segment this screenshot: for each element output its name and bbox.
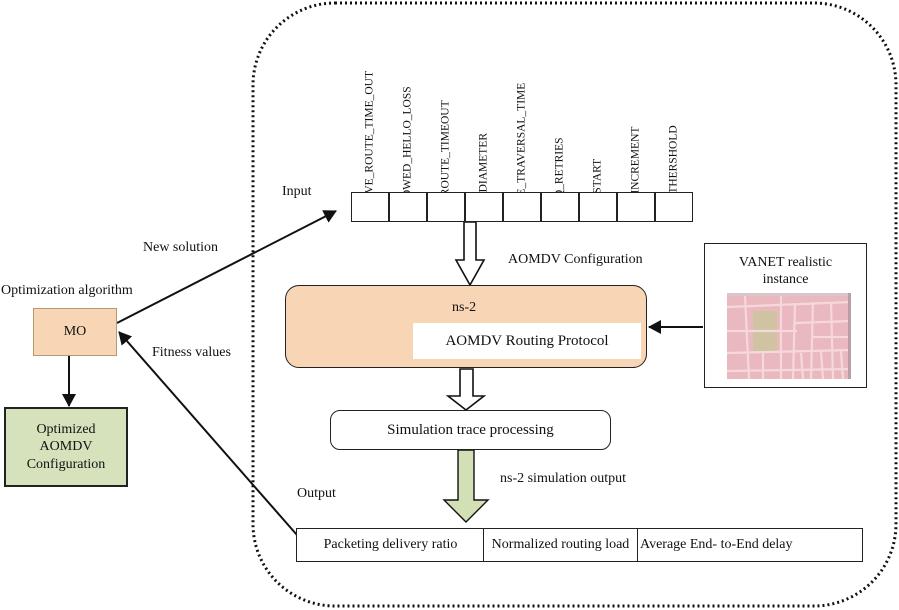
param-value-cell[interactable]: [427, 192, 465, 222]
metric-cell[interactable]: Normalized routing load: [483, 529, 637, 561]
output-label: Output: [297, 486, 336, 501]
ns2-simulator-box[interactable]: ns-2 AOMDV Routing Protocol: [285, 285, 647, 368]
fitness-values-arrow: [118, 331, 298, 536]
optimized-config-line-3: Configuration: [26, 456, 106, 472]
vanet-label-line-1: VANET realistic: [738, 255, 833, 270]
input-label: Input: [282, 184, 312, 199]
input-parameter-table: ACTIVE_ROUTE_TIME_OUT ALLOWED_HELLO_LOSS…: [351, 20, 694, 222]
metric-packet-delivery-ratio: Packeting delivery ratio: [323, 537, 458, 552]
param-value-cell[interactable]: [389, 192, 427, 222]
optimization-algorithm-heading: Optimization algorithm: [1, 283, 133, 298]
param-column: ALLOWED_HELLO_LOSS: [389, 20, 427, 222]
optimized-config-line-1: Optimized: [36, 421, 96, 437]
param-column: NET_DIAMETER: [465, 20, 503, 222]
param-column: ACTIVE_ROUTE_TIME_OUT: [351, 20, 389, 222]
param-column: TTL_START: [579, 20, 617, 222]
city-map-icon: [727, 293, 851, 379]
fitness-values-label: Fitness values: [152, 345, 231, 360]
param-column: MY_ROUTE_TIMEOUT: [427, 20, 465, 222]
optimized-config-box[interactable]: Optimized AOMDV Configuration: [4, 407, 128, 487]
ns2-label: ns-2: [452, 300, 477, 315]
param-column: TTL_INCREMENT: [617, 20, 655, 222]
sim-output-label: ns-2 simulation output: [500, 471, 626, 486]
trace-block-arrow: [445, 368, 487, 412]
vanet-instance-box[interactable]: VANET realistic instance: [704, 243, 867, 388]
trace-processing-box[interactable]: Simulation trace processing: [330, 410, 611, 450]
param-value-cell[interactable]: [579, 192, 617, 222]
metric-end-to-end-delay: Average End- to-End delay: [640, 537, 793, 552]
param-column: NODE_TRAVERSAL_TIME: [503, 20, 541, 222]
new-solution-label: New solution: [143, 240, 219, 255]
param-value-cell[interactable]: [503, 192, 541, 222]
param-column: RREQ_RETRIES: [541, 20, 579, 222]
aomdv-routing-protocol-box[interactable]: AOMDV Routing Protocol: [413, 323, 641, 359]
vanet-label-line-2: instance: [762, 271, 809, 287]
trace-processing-label: Simulation trace processing: [387, 421, 554, 438]
mo-box[interactable]: MO: [33, 308, 117, 356]
optimized-config-line-2: AOMDV: [39, 439, 93, 455]
metric-normalized-routing-load: Normalized routing load: [491, 537, 630, 552]
mo-label: MO: [63, 324, 87, 340]
config-block-arrow: [454, 221, 486, 287]
param-value-cell[interactable]: [541, 192, 579, 222]
output-block-arrow: [442, 449, 490, 523]
aomdv-configuration-label: AOMDV Configuration: [508, 252, 643, 267]
param-value-cell[interactable]: [617, 192, 655, 222]
aomdv-routing-protocol-label: AOMDV Routing Protocol: [445, 332, 609, 349]
new-solution-arrow: [116, 210, 337, 324]
output-metrics-table: Packeting delivery ratio Normalized rout…: [296, 528, 863, 562]
metric-cell[interactable]: Packeting delivery ratio: [297, 529, 484, 561]
param-value-cell[interactable]: [465, 192, 503, 222]
param-column: TTL_THERSHOLD: [655, 20, 693, 222]
param-value-cell[interactable]: [655, 192, 693, 222]
vanet-label: VANET realistic instance: [705, 255, 866, 289]
param-value-cell[interactable]: [351, 192, 389, 222]
metric-cell[interactable]: Average End- to-End delay: [637, 529, 862, 561]
